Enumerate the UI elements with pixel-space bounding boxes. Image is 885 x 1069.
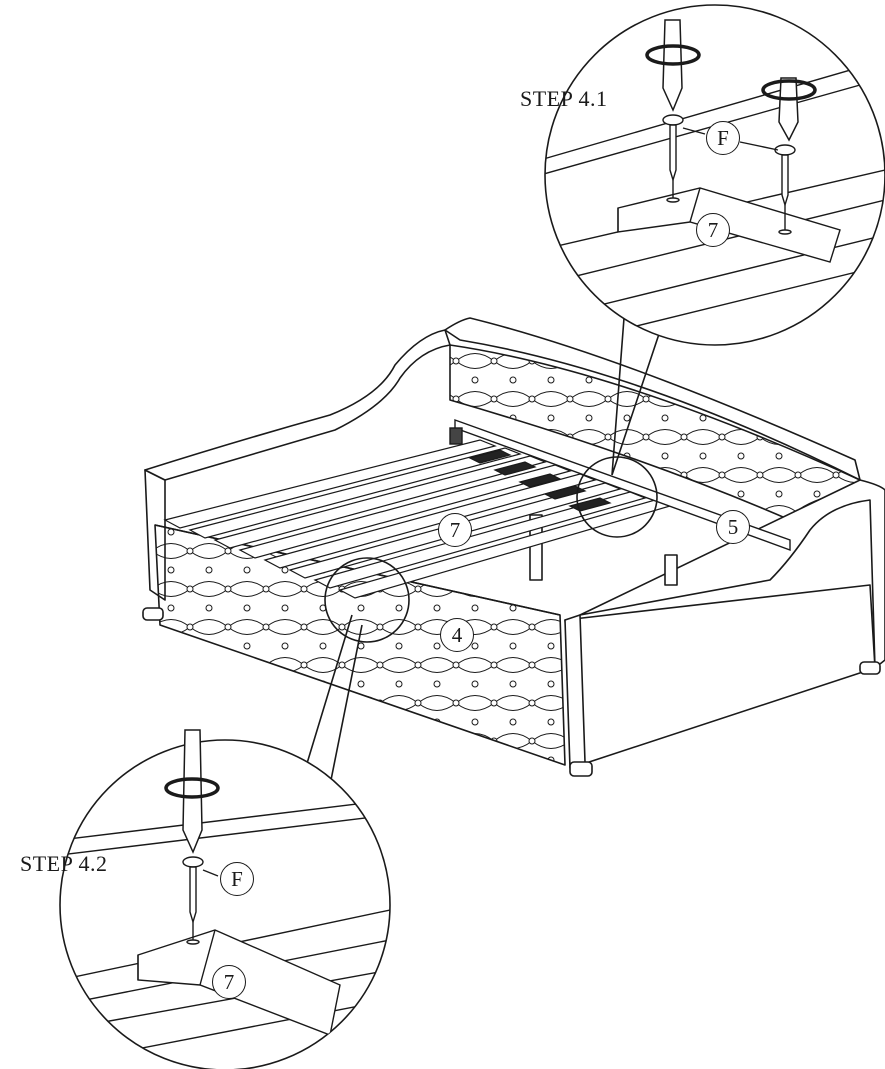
daybed-frame	[142, 317, 885, 777]
callout-screw-bottom: F	[220, 862, 254, 896]
callout-slat-main: 7	[438, 513, 472, 547]
step-4-1-label: STEP 4.1	[520, 86, 608, 111]
callout-slat-bottom: 7	[212, 965, 246, 999]
screw-icon	[662, 114, 796, 235]
callout-side-rail: 4	[440, 618, 474, 652]
callout-back-rail: 5	[716, 510, 750, 544]
callout-screw-top: F	[706, 121, 740, 155]
back-rail	[449, 419, 791, 551]
callout-slat-top: 7	[696, 213, 730, 247]
step-4-2-label: STEP 4.2	[20, 851, 108, 876]
screwdriver-icon	[164, 729, 220, 854]
screwdriver-icon	[645, 19, 817, 142]
screw-icon	[182, 856, 219, 945]
